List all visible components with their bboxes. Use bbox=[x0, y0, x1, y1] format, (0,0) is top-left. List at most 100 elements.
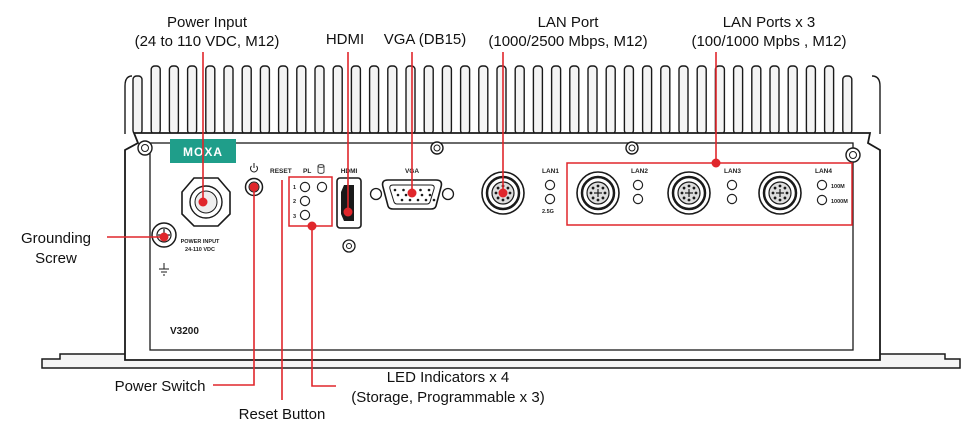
led-indicator bbox=[299, 181, 311, 193]
lan3-label: LAN3 bbox=[724, 168, 741, 175]
heatsink-fin bbox=[587, 65, 598, 135]
vga-pin bbox=[396, 193, 400, 197]
lan-port-marker bbox=[498, 188, 508, 198]
led-indicator bbox=[299, 209, 311, 221]
model-label: V3200 bbox=[170, 326, 199, 337]
lan-m12-port bbox=[576, 171, 620, 215]
callout-lan-ports-spec: (100/1000 Mpbs , M12) bbox=[691, 33, 846, 50]
grounding-marker bbox=[159, 232, 169, 242]
heatsink-fin bbox=[732, 65, 744, 135]
reset-label: RESET bbox=[270, 168, 292, 175]
power-input-label: POWER INPUT bbox=[181, 239, 220, 245]
heatsink-fin bbox=[405, 65, 416, 135]
heatsink-fin bbox=[496, 65, 507, 135]
vga-pin bbox=[419, 188, 422, 192]
heatsink-fin bbox=[641, 65, 653, 135]
led-indicators-marker bbox=[307, 221, 317, 231]
callout-lan-ports-title: LAN Ports x 3 bbox=[723, 14, 816, 31]
lan4-led bbox=[816, 194, 828, 206]
pl-label: PL bbox=[303, 168, 311, 175]
heatsink-side bbox=[871, 75, 881, 134]
callout-vga: VGA (DB15) bbox=[384, 31, 467, 48]
lan1-led bbox=[544, 179, 556, 191]
hdmi-port bbox=[336, 177, 362, 229]
corner-screw bbox=[430, 141, 444, 155]
vga-pin bbox=[424, 198, 428, 202]
lan-ports-highlight bbox=[566, 162, 853, 226]
callout-lan-port-spec: (1000/2500 Mbps, M12) bbox=[488, 33, 647, 50]
callout-power-input-spec: (24 to 110 VDC, M12) bbox=[135, 33, 280, 50]
led-indicator bbox=[299, 195, 311, 207]
heatsink-fin bbox=[368, 65, 380, 135]
storage-icon bbox=[317, 164, 325, 174]
heatsink-fins bbox=[124, 65, 881, 135]
heatsink-fin bbox=[623, 65, 635, 135]
heatsink-fin bbox=[168, 65, 180, 135]
heatsink-fin bbox=[678, 65, 689, 135]
heatsink-fin bbox=[478, 65, 489, 135]
vga-pin bbox=[428, 193, 432, 197]
heatsink-fin bbox=[805, 65, 817, 135]
lan1-label: LAN1 bbox=[542, 168, 559, 175]
callout-power-input-title: Power Input bbox=[167, 14, 248, 31]
callout-led-indicators-spec: (Storage, Programmable x 3) bbox=[351, 389, 544, 406]
heatsink-fin bbox=[223, 65, 234, 135]
heatsink-fin bbox=[459, 65, 471, 135]
led-indicator bbox=[316, 181, 328, 193]
lan2-led bbox=[632, 193, 644, 205]
heatsink-fin bbox=[186, 65, 198, 135]
led-number: 1 bbox=[293, 185, 296, 191]
heatsink-side bbox=[124, 75, 133, 134]
lan-m12-port bbox=[667, 171, 711, 215]
led-indicators-leader bbox=[311, 226, 336, 387]
front-panel-face bbox=[149, 142, 854, 351]
heatsink-fin bbox=[241, 65, 252, 135]
vga-pin bbox=[400, 198, 404, 202]
power-switch-marker bbox=[249, 182, 259, 192]
heatsink-fin bbox=[569, 65, 580, 135]
heatsink-fin bbox=[441, 65, 453, 135]
heatsink-fin bbox=[532, 65, 544, 135]
heatsink-fin bbox=[277, 65, 289, 135]
callout-grounding-title: Grounding bbox=[21, 230, 91, 247]
heatsink-fin bbox=[387, 65, 398, 135]
callout-led-indicators-title: LED Indicators x 4 bbox=[387, 369, 510, 386]
hdmi-marker bbox=[343, 207, 353, 217]
led-number: 2 bbox=[293, 199, 296, 205]
lan3-led bbox=[726, 179, 738, 191]
heatsink-fin bbox=[842, 75, 853, 135]
heatsink-fin bbox=[660, 65, 671, 135]
speed-1000m-label: 1000M bbox=[831, 199, 848, 205]
lan2-label: LAN2 bbox=[631, 168, 648, 175]
vga-pin bbox=[393, 188, 397, 192]
heatsink-fin bbox=[350, 65, 362, 135]
heatsink-fin bbox=[332, 65, 343, 135]
vga-pin bbox=[427, 188, 431, 192]
vga-pin bbox=[432, 198, 436, 202]
corner-screw bbox=[625, 141, 639, 155]
corner-screw bbox=[137, 140, 153, 156]
heatsink-fin bbox=[769, 65, 780, 135]
lan1-led bbox=[544, 193, 556, 205]
lan4-led bbox=[816, 179, 828, 191]
heatsink-fin bbox=[751, 65, 762, 135]
heatsink-fin bbox=[296, 65, 307, 135]
heatsink-fin bbox=[150, 65, 161, 135]
callout-lan-port-title: LAN Port bbox=[538, 14, 600, 31]
callout-grounding-sub: Screw bbox=[35, 250, 77, 267]
vga-pin bbox=[420, 193, 424, 197]
heatsink-fin bbox=[605, 65, 616, 135]
lan-m12-port bbox=[758, 171, 802, 215]
vga-marker bbox=[407, 188, 417, 198]
heatsink-fin bbox=[314, 65, 325, 135]
hdmi-label: HDMI bbox=[341, 168, 358, 175]
heatsink-fin bbox=[787, 65, 798, 135]
callout-reset-button: Reset Button bbox=[239, 406, 326, 423]
lan4-label: LAN4 bbox=[815, 168, 832, 175]
lan1-speed-label: 2.5G bbox=[542, 209, 554, 215]
led-number: 3 bbox=[293, 214, 296, 220]
heatsink-fin bbox=[259, 65, 271, 135]
power-switch-leader bbox=[213, 187, 255, 386]
vga-pin bbox=[416, 198, 420, 202]
power-input-marker bbox=[198, 197, 208, 207]
